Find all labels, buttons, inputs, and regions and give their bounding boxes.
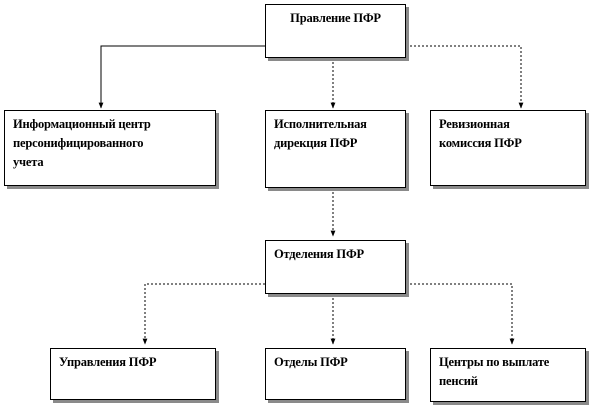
connector-pravlenie-right [406, 45, 524, 109]
node-revizionnaya-komissiya: Ревизионная комиссия ПФР [430, 110, 586, 186]
node-pravlenie-pfr: Правление ПФР [265, 4, 406, 58]
node-upravleniya-pfr: Управления ПФР [50, 348, 216, 400]
connector-otdeleniya-right [406, 283, 515, 345]
node-otdely-pfr: Отделы ПФР [265, 348, 406, 400]
node-info-center: Информационный центр персонифицированног… [4, 110, 216, 186]
connector-otdeleniya-left [142, 283, 265, 345]
node-ispolnitelnaya-direktsiya: Исполнительная дирекция ПФР [265, 110, 406, 188]
node-otdeleniya-pfr: Отделения ПФР [265, 240, 406, 294]
node-centers-vyplaty-pensiy: Центры по выплате пенсий [430, 348, 586, 402]
connector-pravlenie-left [98, 45, 265, 109]
